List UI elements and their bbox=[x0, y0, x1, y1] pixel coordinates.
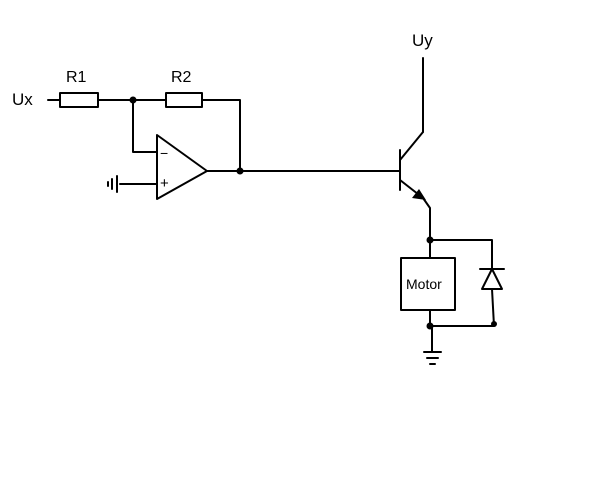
transistor-collector bbox=[399, 131, 424, 161]
op-amp-minus-label: − bbox=[160, 145, 168, 161]
inverting-input-wire bbox=[132, 99, 158, 153]
motor-label: Motor bbox=[406, 276, 442, 292]
r1-label: R1 bbox=[66, 69, 87, 86]
junction-node-diode-bottom bbox=[491, 321, 497, 327]
resistor-r1 bbox=[59, 92, 99, 108]
collector-supply-label: Uy bbox=[412, 31, 433, 50]
junction-node-output bbox=[236, 167, 244, 175]
op-amp-plus-label: + bbox=[160, 175, 169, 192]
emitter-wire bbox=[422, 197, 431, 241]
motor bbox=[400, 257, 456, 311]
freewheel-diode bbox=[481, 268, 503, 290]
r2-label: R2 bbox=[171, 69, 192, 86]
feedback-wire bbox=[201, 99, 241, 173]
op-amp bbox=[156, 134, 208, 200]
diode-bottom-wire bbox=[429, 288, 495, 327]
resistor-r2 bbox=[165, 92, 203, 108]
diode-top-wire bbox=[429, 239, 493, 269]
ground-symbol-opamp bbox=[107, 175, 118, 193]
ground-symbol-motor bbox=[423, 351, 442, 365]
input-label: Ux bbox=[12, 90, 33, 109]
